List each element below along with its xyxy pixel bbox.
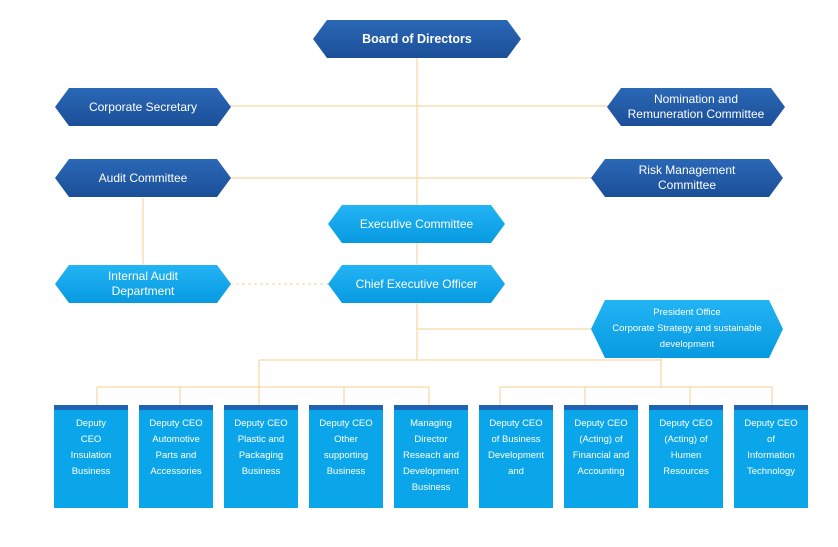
deputy-box-information-technology: Deputy CEO of Information Technology	[734, 405, 808, 508]
deputy-box-research: Managing Director Reseach and Developmen…	[394, 405, 468, 508]
corporate-secretary: Corporate Secretary	[55, 88, 231, 126]
chief-executive-officer: Chief Executive Officer	[328, 265, 505, 303]
deputy-box-plastic: Deputy CEO Plastic and Packaging Busines…	[224, 405, 298, 508]
risk-management-committee: Risk Management Committee	[591, 159, 783, 197]
internal-audit-department: Internal Audit Department	[55, 265, 231, 303]
deputy-box-business-development: Deputy CEO of Business Development and	[479, 405, 553, 508]
nomination-remuneration-committee: Nomination and Remuneration Committee	[607, 88, 785, 126]
deputy-box-financial: Deputy CEO (Acting) of Financial and Acc…	[564, 405, 638, 508]
deputy-box-human-resources: Deputy CEO (Acting) of Humen Resources	[649, 405, 723, 508]
deputy-box-insulation: Deputy CEO Insulation Business	[54, 405, 128, 508]
deputy-box-automotive: Deputy CEO Automotive Parts and Accessor…	[139, 405, 213, 508]
board-of-directors: Board of Directors	[313, 20, 521, 58]
deputy-box-other: Deputy CEO Other supporting Business	[309, 405, 383, 508]
president-office: President Office Corporate Strategy and …	[591, 300, 783, 358]
executive-committee: Executive Committee	[328, 205, 505, 243]
audit-committee: Audit Committee	[55, 159, 231, 197]
